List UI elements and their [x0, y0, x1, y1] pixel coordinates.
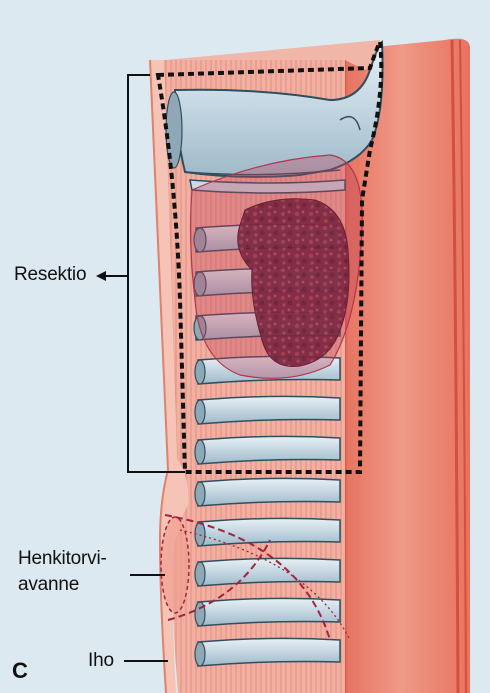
label-resection: Resektio — [14, 263, 86, 287]
panel-letter: C — [12, 658, 28, 684]
label-skin: Iho — [88, 649, 114, 673]
label-tracheostomy-line2: avanne — [18, 573, 79, 597]
label-tracheostomy-line1: Henkitorvi- — [18, 547, 107, 571]
